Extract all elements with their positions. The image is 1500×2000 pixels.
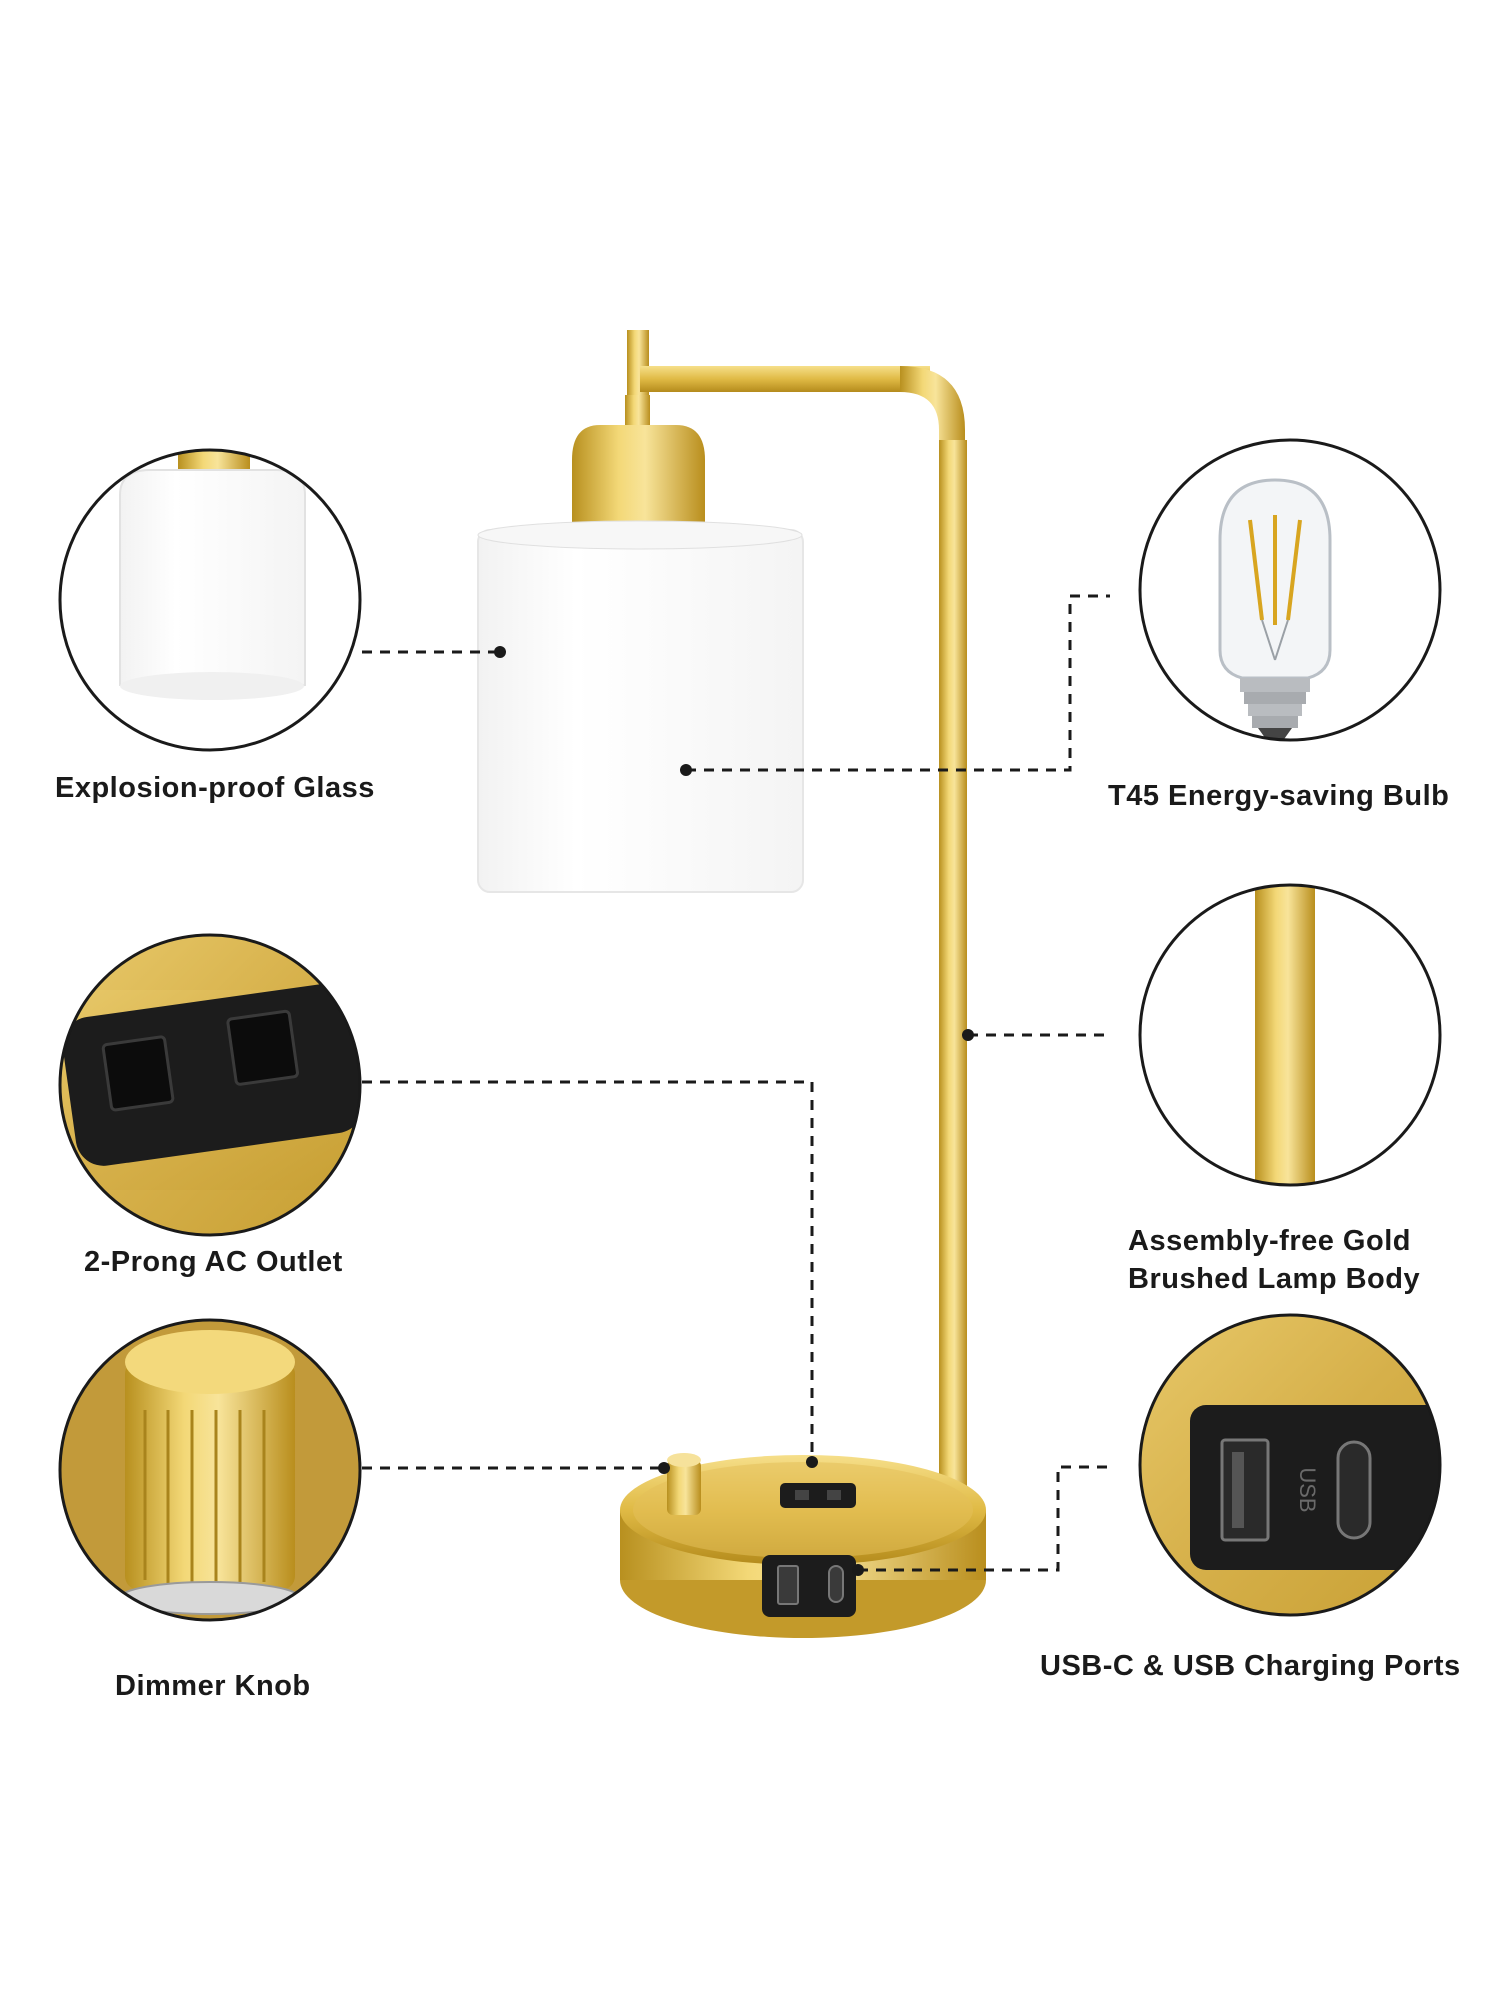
callout-dots <box>494 646 974 1576</box>
lamp-pole <box>939 440 967 1515</box>
label-dimmer-knob: Dimmer Knob <box>115 1670 311 1702</box>
lamp-arm <box>640 366 930 392</box>
base-dimmer-knob <box>667 1460 701 1515</box>
callout-outlet <box>362 1080 814 1462</box>
label-lamp-body: Assembly-free Gold Brushed Lamp Body <box>1128 1222 1420 1298</box>
label-usb-ports: USB-C & USB Charging Ports <box>1040 1650 1461 1682</box>
table-lamp <box>477 330 986 1638</box>
lamp-glass-shade <box>477 529 804 893</box>
usb-port-text: USB <box>1295 1467 1320 1512</box>
glass-shade-icon <box>58 448 362 752</box>
led-bulb-icon <box>1138 438 1442 742</box>
dimmer-knob-icon <box>58 1318 362 1622</box>
lamp-socket-cap <box>572 425 705 530</box>
ac-outlet-icon <box>58 933 362 1237</box>
label-ac-outlet: 2-Prong AC Outlet <box>84 1246 343 1278</box>
base-ac-outlet <box>780 1483 856 1508</box>
gold-pole-icon <box>1138 883 1442 1187</box>
label-t45-bulb: T45 Energy-saving Bulb <box>1108 780 1450 812</box>
label-lamp-body-line2: Brushed Lamp Body <box>1128 1263 1421 1295</box>
callout-bulb <box>686 594 1110 772</box>
callout-usb <box>858 1465 1112 1572</box>
label-explosion-proof-glass: Explosion-proof Glass <box>55 772 375 804</box>
usb-ports-icon: USB <box>1138 1313 1442 1617</box>
callout-lines <box>362 594 1112 1572</box>
label-lamp-body-line1: Assembly-free Gold <box>1128 1225 1411 1257</box>
